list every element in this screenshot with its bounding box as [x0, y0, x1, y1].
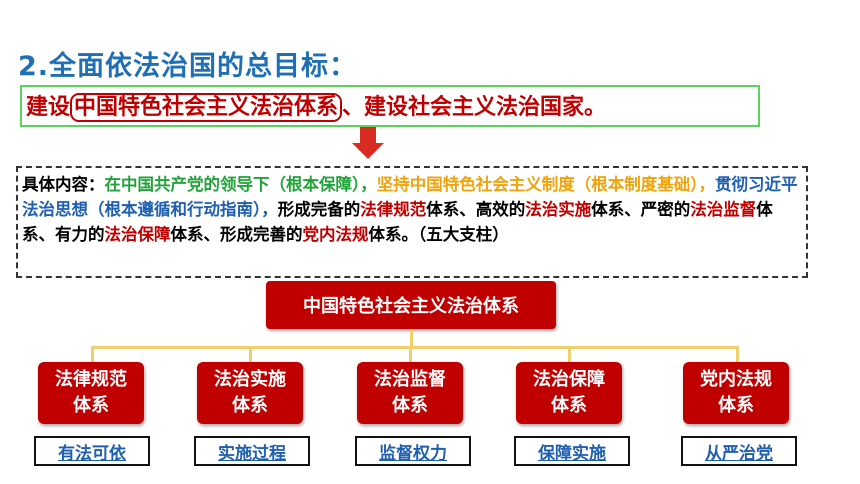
detail-text-part: 体系、有力的: [22, 200, 773, 244]
node-sublabel: 体系: [551, 395, 587, 416]
connector-drop: [736, 346, 739, 362]
page-title: 2.全面依法治国的总目标：: [18, 51, 358, 82]
tag-guarantee: 保障实施: [514, 436, 630, 466]
detail-highlight: 法治监督: [690, 200, 757, 219]
node-label: 法治保障: [533, 369, 605, 390]
connector-stem: [410, 329, 413, 347]
tag-legal-norms: 有法可依: [34, 436, 150, 466]
detail-highlight: 法治实施: [525, 200, 592, 219]
detail-highlight: 党内法规: [302, 225, 369, 244]
tag-supervision: 监督权力: [355, 436, 471, 466]
detail-highlight: 法律规范: [360, 200, 427, 219]
detail-label: 具体内容：: [22, 175, 105, 194]
down-arrow-icon: [360, 127, 376, 143]
detail-text-part: 形成完备的: [277, 200, 361, 219]
detail-highlight: 法治保障: [104, 225, 171, 244]
detail-text-part: 体系。（五大支柱）: [368, 225, 509, 244]
node-sublabel: 体系: [718, 395, 754, 416]
node-sublabel: 体系: [392, 395, 428, 416]
detail-box: [16, 166, 808, 278]
connector-bar: [91, 346, 739, 349]
goal-prefix: 建设: [26, 95, 71, 120]
node-sublabel: 体系: [73, 395, 109, 416]
connector-drop: [249, 346, 252, 362]
connector-drop: [568, 346, 571, 362]
node-label: 党内法规: [700, 369, 772, 390]
detail-thought: 贯彻习近平法治思想（根本遵循和行动指南），: [22, 175, 798, 219]
tag-implementation: 实施过程: [194, 436, 310, 466]
connector-drop: [409, 346, 412, 362]
detail-guarantee: 在中国共产党的领导下（根本保障），: [104, 175, 377, 194]
goal-suffix: 、建设社会主义法治国家。: [342, 95, 607, 120]
detail-text: 具体内容：在中国共产党的领导下（根本保障），坚持中国特色社会主义制度（根本制度基…: [22, 172, 804, 247]
node-guarantee: 法治保障体系: [516, 362, 622, 424]
goal-highlight: 中国特色社会主义法治体系: [70, 93, 343, 122]
node-legal-norms: 法律规范体系: [38, 362, 144, 424]
root-node: 中国特色社会主义法治体系: [266, 281, 556, 329]
tag-party-regulations: 从严治党: [681, 436, 797, 466]
node-label: 法治实施: [214, 369, 286, 390]
goal-box: [20, 85, 760, 127]
node-label: 法治监督: [374, 369, 446, 390]
connector-drop: [91, 346, 94, 362]
down-arrow-head-icon: [352, 143, 384, 159]
goal-statement: 建设中国特色社会主义法治体系、建设社会主义法治国家。: [26, 89, 607, 122]
node-label: 法律规范: [55, 369, 127, 390]
detail-text-part: 体系、形成完善的: [170, 225, 303, 244]
detail-system: 坚持中国特色社会主义制度（根本制度基础），: [376, 175, 715, 194]
detail-text-part: 体系、高效的: [426, 200, 526, 219]
node-party-regulations: 党内法规体系: [683, 362, 789, 424]
node-sublabel: 体系: [232, 395, 268, 416]
detail-text-part: 体系、严密的: [591, 200, 691, 219]
node-supervision: 法治监督体系: [357, 362, 463, 424]
node-implementation: 法治实施体系: [197, 362, 303, 424]
